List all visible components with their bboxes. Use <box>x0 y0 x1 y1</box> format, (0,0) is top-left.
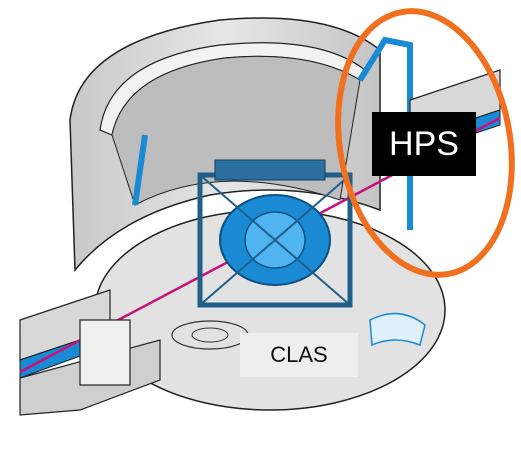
hps-label: HPS <box>372 112 476 176</box>
clas-label: CLAS <box>240 333 358 377</box>
left-hut <box>80 320 130 385</box>
